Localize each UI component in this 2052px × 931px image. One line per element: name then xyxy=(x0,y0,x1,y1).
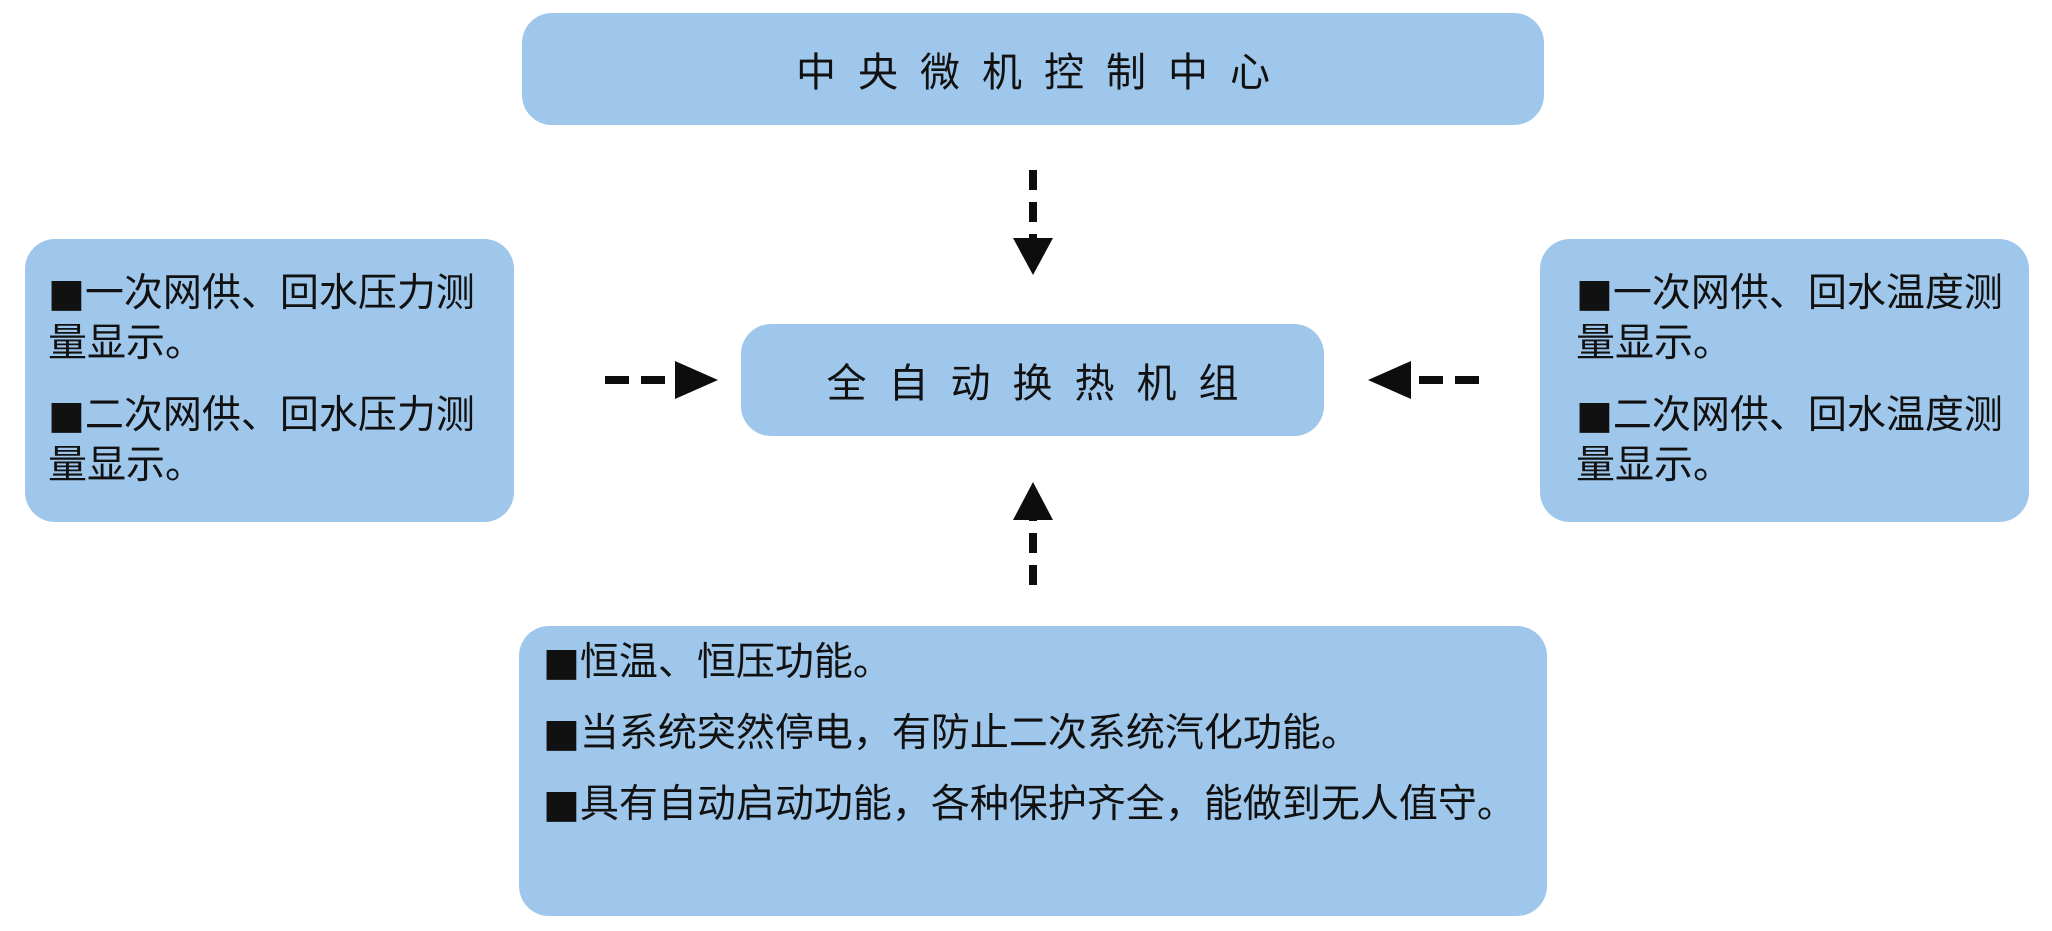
temperature-measurement-box: ■一次网供、回水温度测量显示。 ■二次网供、回水温度测量显示。 xyxy=(1540,239,2029,522)
central-control-title: 中央微机控制中心 xyxy=(796,50,1292,96)
central-control-box: 中央微机控制中心 xyxy=(522,13,1544,125)
power-failure-protection-item: ■当系统突然停电，有防止二次系统汽化功能。 xyxy=(543,711,1360,756)
auto-start-item: ■具有自动启动功能，各种保护齐全，能做到无人值守。 xyxy=(543,782,1516,827)
arrow-left-to-center xyxy=(605,361,718,399)
secondary-temperature-item: ■二次网供、回水温度测量显示。 xyxy=(1576,393,2003,488)
secondary-pressure-item: ■二次网供、回水压力测量显示。 xyxy=(48,393,475,488)
heat-exchanger-unit-title: 全自动换热机组 xyxy=(826,361,1261,407)
primary-temperature-item: ■一次网供、回水温度测量显示。 xyxy=(1576,271,2003,366)
heat-exchanger-unit-box: 全自动换热机组 xyxy=(741,324,1324,436)
functions-box: ■恒温、恒压功能。 ■当系统突然停电，有防止二次系统汽化功能。 ■具有自动启动功… xyxy=(519,626,1547,916)
arrow-top-to-center xyxy=(1013,170,1053,275)
arrow-bottom-to-center xyxy=(1013,482,1053,585)
pressure-measurement-box: ■一次网供、回水压力测量显示。 ■二次网供、回水压力测量显示。 xyxy=(25,239,514,522)
constant-temp-pressure-item: ■恒温、恒压功能。 xyxy=(543,640,892,685)
arrow-right-to-center xyxy=(1368,361,1479,399)
primary-pressure-item: ■一次网供、回水压力测量显示。 xyxy=(48,271,475,366)
